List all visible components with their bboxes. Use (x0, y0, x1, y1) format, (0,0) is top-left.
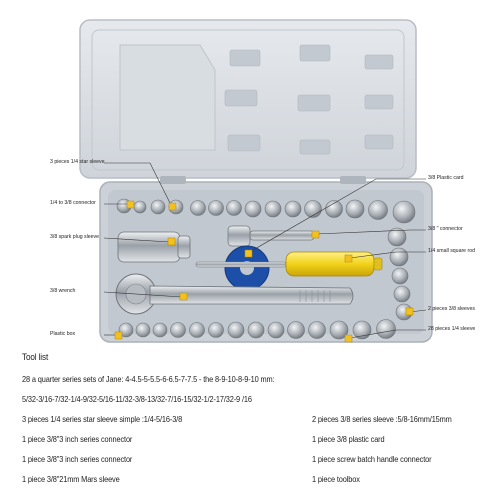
tool-list-item-right: 1 piece 3/8 plastic card (312, 434, 385, 444)
tool-list-item-right: 2 pieces 3/8 series sleeve :5/8-16mm/15m… (312, 414, 452, 424)
callout-square-rod: 1/4 small square rod (428, 248, 475, 254)
socket-row-bottom (118, 319, 396, 340)
tool-list-title: Tool list (22, 352, 49, 363)
callout-plastic-card: 3/8 Plastic card (428, 175, 464, 181)
spark-plug-sleeve (117, 231, 191, 263)
callout-connector-38: 3/8 " connector (428, 226, 463, 232)
callout-markers (114, 200, 414, 343)
callout-spark-plug-sleeve: 3/8 spark plug sleeve (50, 234, 100, 240)
case-lid (79, 19, 417, 179)
socket-row-top (116, 198, 416, 224)
tool-list-line: 5/32-3/16-7/32-1/4-9/32-5/16-11/32-3/8-1… (22, 394, 252, 404)
callout-connector-14-38: 1/4 to 3/8 connector (50, 200, 96, 206)
ratchet-wrench (115, 273, 354, 315)
tool-list-item-right: 1 piece screw batch handle connector (312, 454, 432, 464)
callout-lines (103, 162, 427, 339)
callout-star-sleeve: 3 pieces 1/4 star sleeve (50, 159, 105, 165)
tool-list-item-left: 1 piece 3/8"3 inch series connector (22, 454, 133, 464)
tool-list-item-left: 1 piece 3/8"21mm Mars sleeve (22, 474, 120, 484)
toolkit-photo: 3 pieces 1/4 star sleeve 1/4 to 3/8 conn… (50, 19, 476, 343)
callout-wrench: 3/8 wrench (50, 288, 76, 294)
tool-list-line: 28 a quarter series sets of Jane: 4-4.5-… (22, 374, 275, 384)
tool-list-item-right: 1 piece toolbox (312, 474, 360, 484)
tool-list-item-left: 1 piece 3/8"3 inch series connector (22, 434, 133, 444)
callout-plastic-box: Plastic box (50, 331, 76, 337)
tool-list-item-left: 3 pieces 1/4 series star sleeve simple :… (22, 414, 183, 424)
callout-sleeves-38: 2 pieces 3/8 sleeves (428, 306, 476, 312)
callout-sleeve-14: 28 pieces 1/4 sleeve (428, 326, 476, 332)
